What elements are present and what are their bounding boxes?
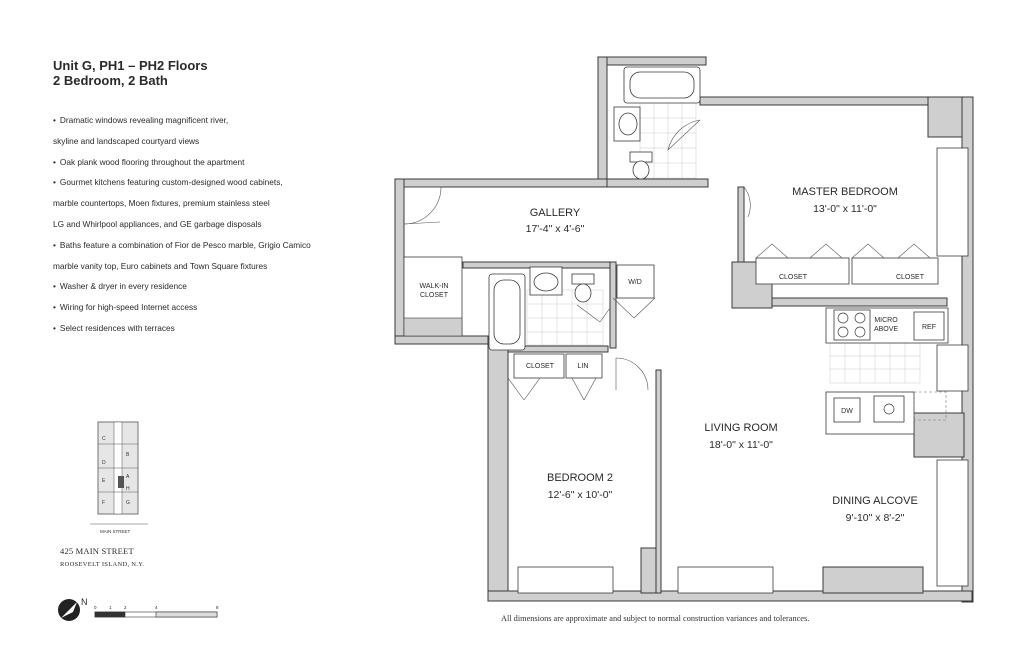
closet-label: CLOSET — [896, 274, 925, 281]
closet-label: CLOSET — [779, 274, 808, 281]
unit-subtitle: 2 Bedroom, 2 Bath — [53, 73, 168, 88]
microwave-label: MICRO — [874, 317, 898, 324]
feature-item: Gourmet kitchens featuring custom-design… — [53, 172, 353, 193]
room-dims-dining: 9'-10" x 8'-2" — [846, 512, 905, 524]
feature-item: skyline and landscaped courtyard views — [53, 135, 200, 146]
key-letter: D — [102, 460, 106, 466]
key-letter: F — [102, 500, 105, 506]
closet-label: CLOSET — [526, 363, 555, 370]
key-street-label: MAIN STREET — [100, 529, 131, 534]
feature-item: Wiring for high-speed Internet access — [53, 297, 353, 318]
overhead-cabinet-outline — [913, 391, 947, 421]
compass-icon — [58, 599, 80, 621]
room-dims-gallery: 17'-4" x 4'-6" — [526, 223, 585, 235]
feature-item: Oak plank wood flooring throughout the a… — [53, 152, 353, 173]
key-letter: B — [126, 452, 130, 458]
room-name-living: LIVING ROOM — [704, 422, 777, 434]
sink-icon — [529, 106, 641, 296]
unit-title: Unit G, PH1 – PH2 Floors — [53, 58, 208, 73]
scale-tick: 2 — [124, 605, 127, 610]
toilet-icon — [571, 151, 653, 303]
closet-shelf — [403, 317, 463, 337]
scale-tick: 0 — [94, 605, 97, 610]
feature-list: Dramatic windows revealing magnificent r… — [53, 110, 353, 339]
address-line-1: 425 MAIN STREET — [60, 546, 134, 556]
address-line-2: ROOSEVELT ISLAND, N.Y. — [60, 561, 145, 568]
room-name-gallery: GALLERY — [530, 207, 581, 219]
bathtub-icon — [623, 66, 701, 104]
room-name-bedroom2: BEDROOM 2 — [547, 472, 613, 484]
room-dims-master: 13'-0" x 11'-0" — [813, 203, 877, 215]
key-letter: G — [126, 500, 130, 506]
room-dims-bedroom2: 12'-6" x 10'-0" — [548, 489, 613, 501]
scale-tick: 8 — [216, 605, 219, 610]
walkin-label: CLOSET — [420, 292, 449, 299]
room-name-dining: DINING ALCOVE — [832, 495, 918, 507]
washer-dryer-box — [616, 264, 655, 299]
feature-item: Dramatic windows revealing magnificent r… — [53, 110, 353, 131]
feature-item: marble countertops, Moen fixtures, premi… — [53, 198, 270, 209]
scale-tick: 1 — [109, 605, 112, 610]
disclaimer: All dimensions are approximate and subje… — [501, 614, 810, 623]
room-dims-living: 18'-0" x 11'-0" — [709, 439, 773, 451]
feature-item: Baths feature a combination of Fior de P… — [53, 235, 353, 256]
scale-tick: 4 — [155, 605, 158, 610]
door-swing — [403, 119, 931, 401]
compass-label: N — [81, 597, 88, 607]
linen-label: LIN — [578, 363, 589, 370]
room-name-master: MASTER BEDROOM — [792, 186, 898, 198]
key-letter: E — [102, 478, 106, 484]
scale-bar — [94, 611, 218, 618]
walkin-label: WALK-IN — [420, 283, 449, 290]
feature-item: Washer & dryer in every residence — [53, 276, 353, 297]
key-letter: C — [102, 436, 106, 442]
key-letter: H — [126, 486, 130, 492]
bathtub-icon — [488, 273, 526, 351]
washer-dryer-label: W/D — [628, 279, 642, 286]
dishwasher-label: DW — [841, 408, 853, 415]
microwave-label: ABOVE — [874, 326, 898, 333]
window — [517, 147, 969, 594]
refrigerator-label: REF — [922, 324, 936, 331]
feature-item: LG and Whirlpool appliances, and GE garb… — [53, 218, 262, 229]
feature-item: marble vanity top, Euro cabinets and Tow… — [53, 260, 268, 271]
stove-burner-icon — [837, 312, 866, 338]
key-letter: A — [126, 474, 130, 480]
key-plan: C B D A E H F G MAIN STREET — [90, 421, 148, 534]
feature-item: Select residences with terraces — [53, 318, 353, 339]
kitchen-sink-icon — [883, 403, 895, 415]
